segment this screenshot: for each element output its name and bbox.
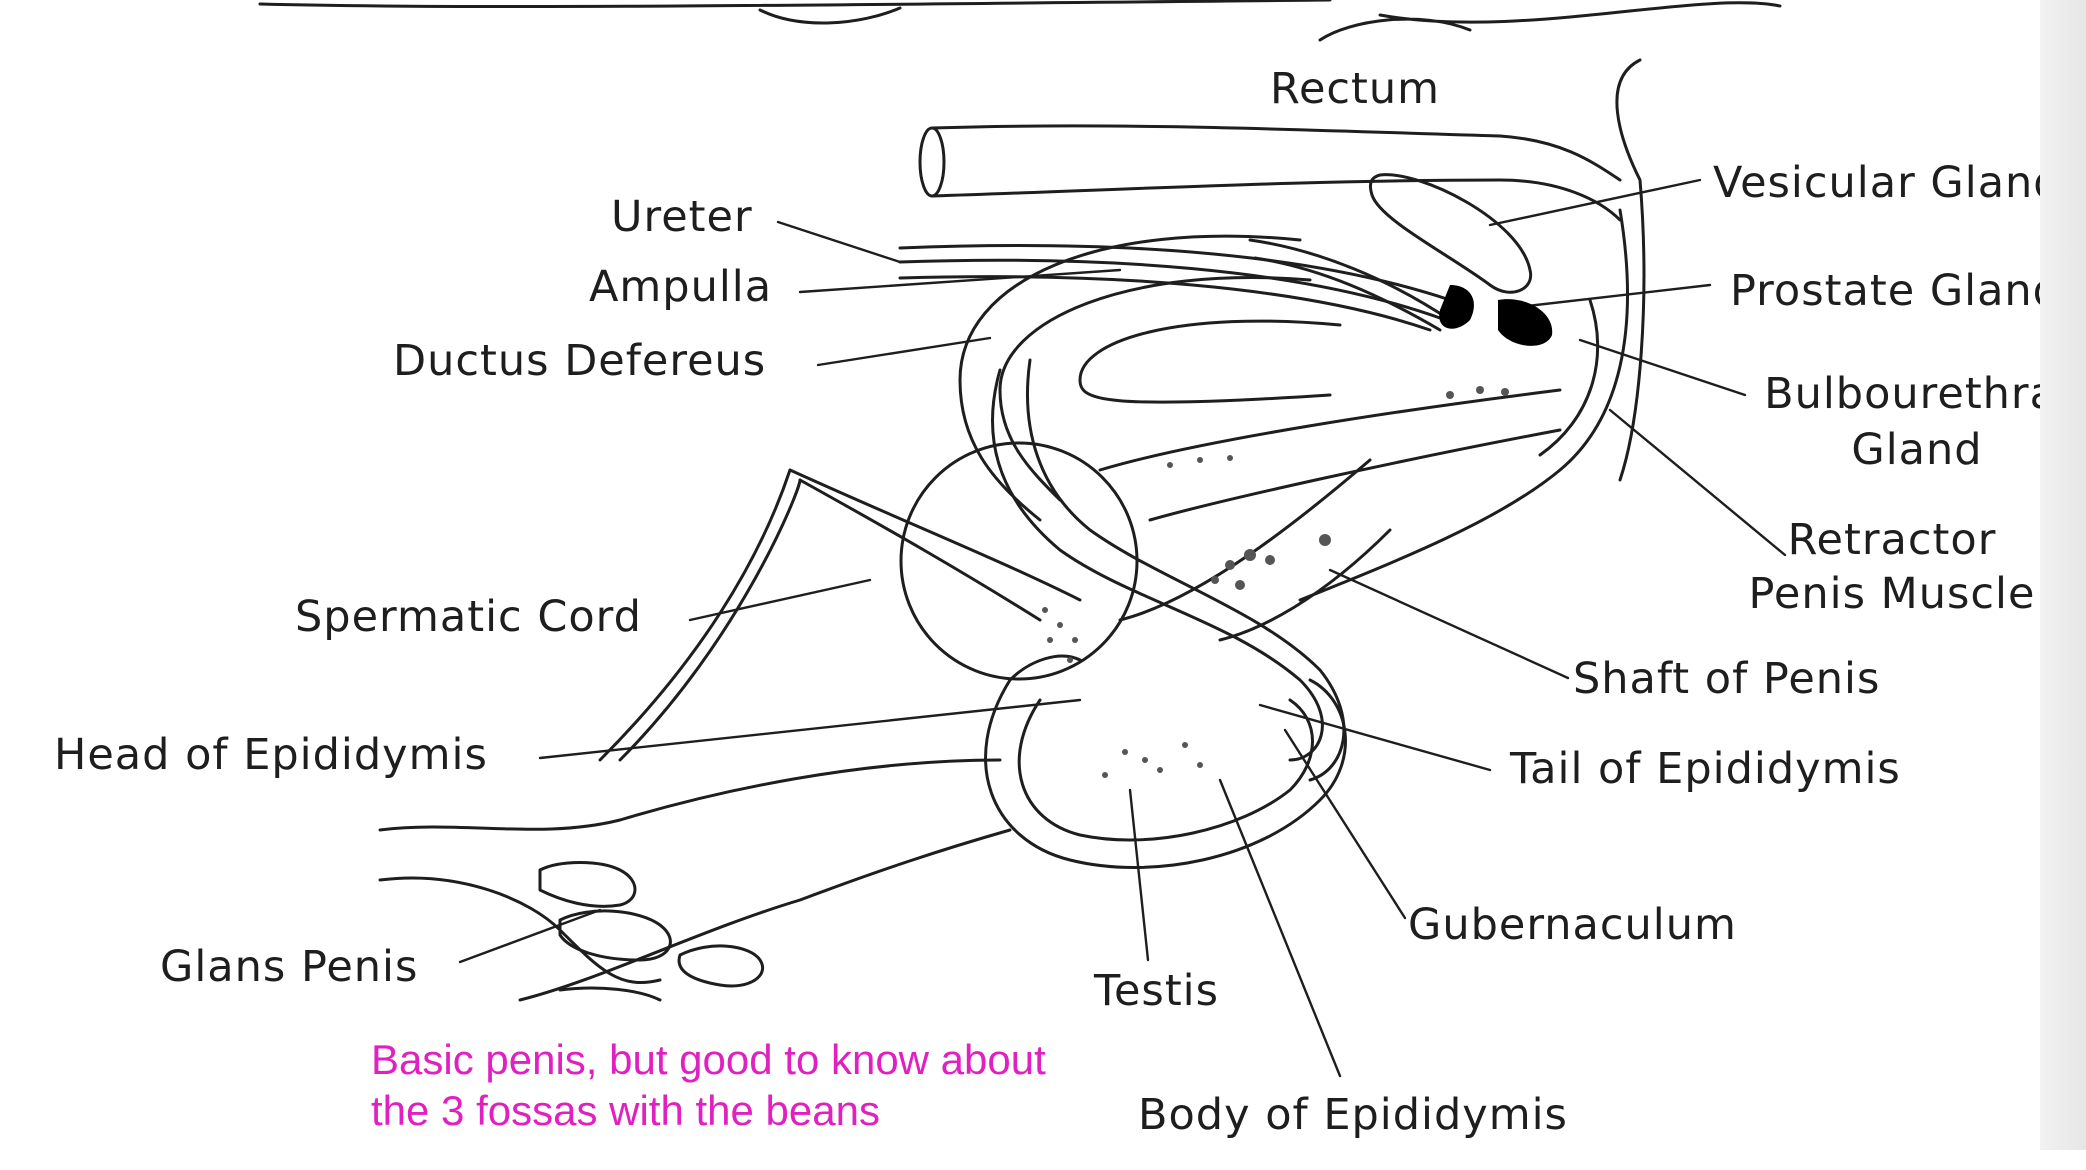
leader-retractor [1608, 408, 1787, 557]
pelvic-wall [1615, 58, 1646, 482]
rectum-shape [918, 124, 1622, 222]
label-shaft-of-penis: Shaft of Penis [1573, 654, 1881, 704]
page-edge-shadow [2040, 0, 2086, 1150]
label-ampulla: Ampulla [589, 262, 773, 312]
leader-glans-penis [458, 908, 602, 964]
label-ductus-defereus: Ductus Defereus [393, 336, 767, 386]
label-retractor-penis-muscle: Retractor Penis Muscle [1722, 513, 2062, 621]
spermatic-cord-shape [788, 358, 1346, 782]
leader-vesicular [1488, 178, 1702, 227]
pelvic-urethra-loop [958, 208, 1629, 602]
leader-ampulla [798, 268, 1122, 294]
leader-gubernaculum [1283, 728, 1407, 920]
label-rectum: Rectum [1270, 64, 1441, 114]
leader-head-epididymis [538, 698, 1082, 760]
leader-tail-epididymis [1258, 703, 1492, 772]
label-head-of-epididymis: Head of Epididymis [54, 730, 488, 780]
label-body-of-epididymis: Body of Epididymis [1138, 1090, 1568, 1140]
testis-capsule [984, 654, 1347, 869]
label-bulbourethral-line2: Gland [1851, 425, 1983, 475]
label-vesicular-gland: Vesicular Gland [1713, 158, 2062, 208]
leader-prostate [1508, 283, 1712, 310]
label-glans-penis: Glans Penis [160, 942, 419, 992]
leader-body-epididymis [1218, 778, 1342, 1078]
prostate-gland-shape [1439, 285, 1553, 346]
stipple-texture [1042, 386, 1509, 778]
label-retractor-line1: Retractor [1787, 515, 1997, 565]
annotation-line-2: the 3 fossas with the beans [371, 1087, 880, 1134]
pelvic-outline [258, 0, 1782, 42]
highlight-circle [899, 441, 1139, 681]
leader-lines [458, 178, 1787, 1078]
ureter-ampulla-tubes [898, 238, 1452, 332]
label-bulbourethral-gland: Bulbourethral Gland [1752, 366, 2082, 478]
label-bulbourethral-line1: Bulbourethral [1764, 369, 2070, 419]
leader-shaft-penis [1328, 568, 1570, 680]
label-testis: Testis [1094, 966, 1220, 1016]
label-gubernaculum: Gubernaculum [1408, 900, 1737, 950]
label-retractor-line2: Penis Muscle [1748, 569, 2036, 619]
leader-ureter [776, 220, 902, 264]
leader-testis [1128, 788, 1150, 962]
label-tail-of-epididymis: Tail of Epididymis [1510, 744, 1901, 794]
annotation-note: Basic penis, but good to know about the … [371, 1034, 1046, 1136]
label-prostate-gland: Prostate Gland [1730, 266, 2061, 316]
label-spermatic-cord: Spermatic Cord [295, 592, 642, 642]
vesicular-gland-shape [1368, 173, 1533, 294]
leader-spermatic-cord [688, 578, 872, 622]
annotation-line-1: Basic penis, but good to know about [371, 1036, 1046, 1083]
label-ureter: Ureter [611, 192, 753, 242]
leader-bulbourethral [1578, 338, 1747, 397]
leader-ductus-defereus [816, 336, 992, 367]
